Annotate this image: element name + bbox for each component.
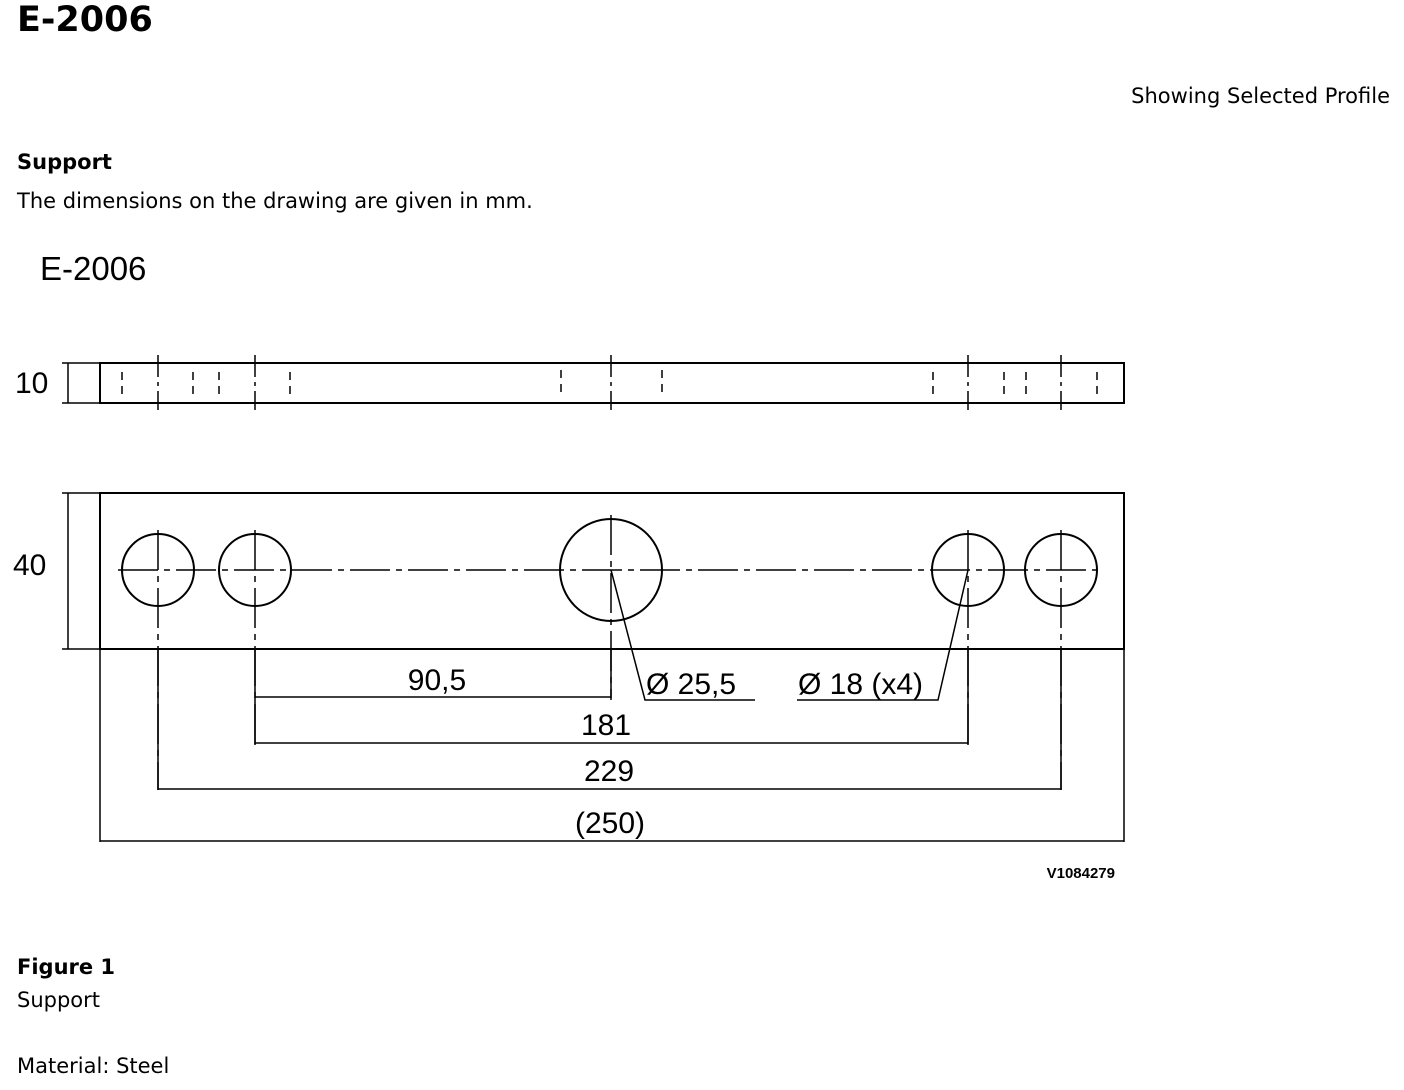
dimension-229: 229	[584, 755, 634, 788]
center-hole-diameter: Ø 25,5	[646, 668, 736, 701]
height-dimension: 40	[13, 549, 46, 582]
section-heading: Support	[17, 150, 112, 174]
material-text: Material: Steel	[17, 1054, 170, 1078]
section-description: The dimensions on the drawing are given …	[17, 189, 533, 213]
hole-diameter: Ø 18 (x4)	[798, 668, 923, 701]
page-title: E-2006	[17, 0, 153, 40]
figure-label: Figure 1	[17, 955, 116, 979]
dimension-181: 181	[581, 709, 631, 742]
plan-view-outline	[99, 492, 1125, 650]
figure-caption: Support	[17, 988, 101, 1012]
side-view-outline	[99, 362, 1125, 404]
dimension-250: (250)	[575, 807, 645, 840]
reference-code: V1084279	[1047, 865, 1115, 882]
technical-drawing: E-2006 10 40 90,5 Ø 25,5 Ø 18 (x4) 181 2…	[13, 250, 1125, 882]
dimension-90-5: 90,5	[408, 664, 466, 697]
drawing-part-label: E-2006	[40, 250, 146, 287]
profile-note: Showing Selected Profile	[1131, 84, 1390, 108]
thickness-dimension: 10	[15, 367, 48, 400]
